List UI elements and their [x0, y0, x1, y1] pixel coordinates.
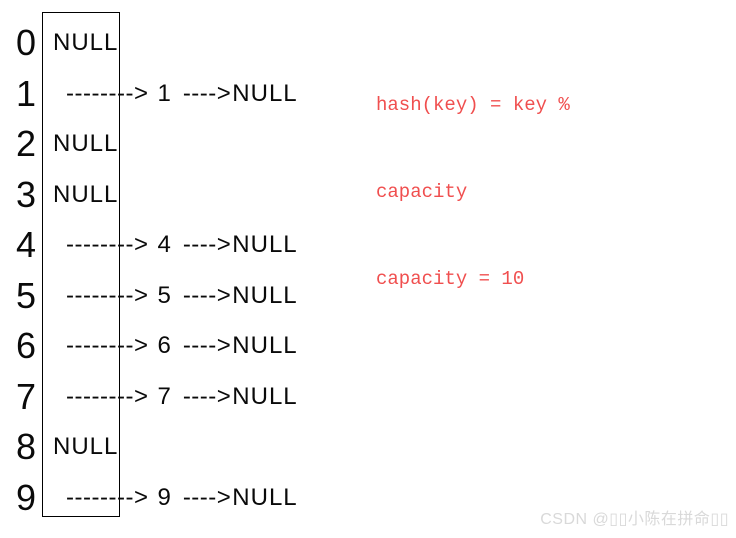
bucket-row: 4 --------> 4 ----> NULL [0, 220, 298, 271]
bucket-pointer-arrow: --------> [66, 382, 149, 410]
node-next-arrow: ----> [182, 281, 232, 309]
bucket-row: 5 --------> 5 ----> NULL [0, 270, 298, 321]
node-next-arrow: ----> [182, 231, 232, 258]
bucket-row: 7 --------> 7 ----> NULL [0, 371, 298, 422]
bucket-row: 3 NULL [0, 169, 118, 220]
node-value: 9 [157, 483, 171, 511]
bucket-pointer-arrow: --------> [66, 79, 149, 107]
bucket-pointer-arrow: --------> [66, 483, 149, 511]
node-next-arrow: ----> [182, 332, 232, 359]
watermark-text: CSDN @▯▯小陈在拼命▯▯ [540, 510, 729, 528]
bucket-index-label: 9 [15, 476, 37, 518]
node-null-label: NULL [232, 483, 298, 511]
bucket-null-label: NULL [53, 180, 119, 208]
node-value: 1 [157, 79, 171, 107]
bucket-row: 8 NULL [0, 422, 118, 473]
node-null-label: NULL [232, 231, 298, 258]
bucket-row: 0 NULL [0, 18, 118, 69]
bucket-null-label: NULL [53, 29, 119, 56]
note-line-hash-formula: hash(key) = key % [376, 94, 570, 116]
bucket-index-label: 5 [15, 274, 37, 316]
node-value: 5 [157, 281, 171, 309]
bucket-pointer-arrow: --------> [66, 231, 149, 258]
bucket-index-label: 2 [15, 123, 37, 164]
node-next-arrow: ----> [182, 382, 232, 410]
node-value: 6 [157, 332, 171, 359]
note-line-capacity: capacity [376, 181, 468, 203]
node-null-label: NULL [232, 79, 298, 107]
bucket-row: 6 --------> 6 ----> NULL [0, 321, 298, 372]
bucket-null-label: NULL [53, 433, 119, 460]
node-null-label: NULL [232, 382, 298, 410]
node-value: 7 [157, 382, 171, 410]
bucket-index-label: 6 [15, 325, 37, 366]
bucket-row: 1 --------> 1 ----> NULL [0, 68, 298, 119]
bucket-index-label: 4 [15, 224, 37, 265]
bucket-pointer-arrow: --------> [66, 281, 149, 309]
hash-array-outline [42, 12, 120, 517]
node-value: 4 [157, 231, 171, 258]
bucket-row: 9 --------> 9 ----> NULL [0, 472, 298, 523]
bucket-index-label: 0 [15, 22, 37, 63]
node-null-label: NULL [232, 332, 298, 359]
bucket-null-label: NULL [53, 130, 119, 157]
hash-formula-note: hash(key) = key % capacity capacity = 10 [376, 33, 570, 352]
bucket-row: 2 NULL [0, 119, 118, 170]
node-next-arrow: ----> [182, 483, 232, 511]
bucket-pointer-arrow: --------> [66, 332, 149, 359]
bucket-index-label: 3 [15, 173, 37, 215]
note-line-capacity-value: capacity = 10 [376, 268, 525, 290]
bucket-index-label: 8 [15, 426, 37, 467]
bucket-index-label: 1 [15, 72, 37, 114]
bucket-index-label: 7 [15, 375, 37, 417]
node-next-arrow: ----> [182, 79, 232, 107]
node-null-label: NULL [232, 281, 298, 309]
